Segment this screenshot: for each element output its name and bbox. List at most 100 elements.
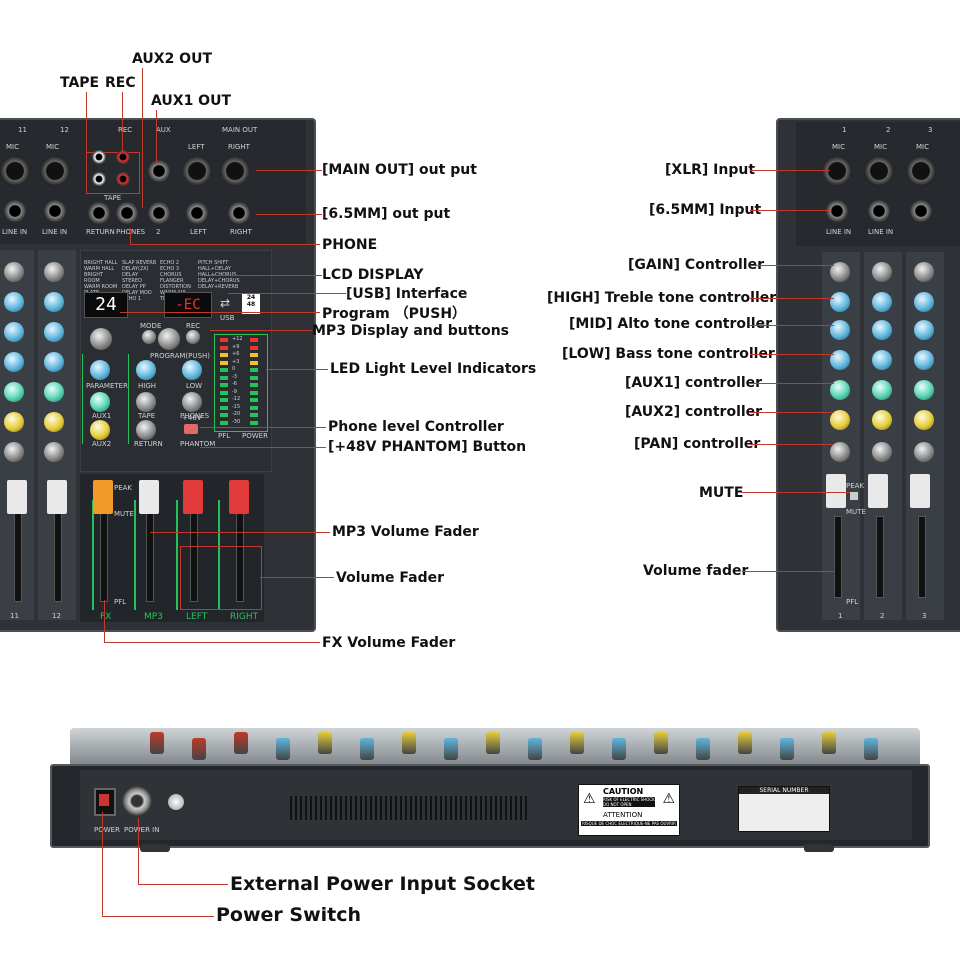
main-right-bottom: RIGHT bbox=[230, 228, 252, 236]
fx-aux1-knob[interactable] bbox=[90, 392, 110, 412]
r-xlr-1[interactable] bbox=[822, 156, 852, 186]
phones-jack[interactable] bbox=[116, 202, 138, 224]
led-meter bbox=[214, 334, 268, 432]
rca-tape-l2[interactable] bbox=[92, 172, 106, 186]
mid-knob-12[interactable] bbox=[44, 322, 64, 342]
rca-rec-r[interactable] bbox=[116, 150, 130, 164]
r-aux2-3[interactable] bbox=[914, 410, 934, 430]
aux2-fx-label: AUX2 bbox=[92, 440, 112, 448]
r-xlr-3[interactable] bbox=[906, 156, 936, 186]
r-pan-2[interactable] bbox=[872, 442, 892, 462]
r-low-1[interactable] bbox=[830, 350, 850, 370]
main-out-xlr-left[interactable] bbox=[182, 156, 212, 186]
r-high-3[interactable] bbox=[914, 292, 934, 312]
ch12-label: 12 bbox=[60, 126, 69, 134]
r-aux2-2[interactable] bbox=[872, 410, 892, 430]
return-knob[interactable] bbox=[136, 420, 156, 440]
power-switch[interactable] bbox=[94, 788, 116, 816]
mid-knob-11[interactable] bbox=[4, 322, 24, 342]
line-in-11[interactable] bbox=[4, 200, 26, 222]
r-xlr-2[interactable] bbox=[864, 156, 894, 186]
r-aux2-1[interactable] bbox=[830, 410, 850, 430]
r-pan-1[interactable] bbox=[830, 442, 850, 462]
mode-button[interactable] bbox=[142, 330, 156, 344]
rca-rec-r2[interactable] bbox=[116, 172, 130, 186]
left-fader[interactable] bbox=[183, 480, 203, 514]
mp3-low-knob[interactable] bbox=[182, 360, 202, 380]
pan-knob-11[interactable] bbox=[4, 442, 24, 462]
fader-cap-11[interactable] bbox=[7, 480, 27, 514]
fader-cap-12[interactable] bbox=[47, 480, 67, 514]
right-fader[interactable] bbox=[229, 480, 249, 514]
rca-tape-l[interactable] bbox=[92, 150, 106, 164]
tape-knob[interactable] bbox=[136, 392, 156, 412]
xlr-input-11[interactable] bbox=[0, 156, 30, 186]
r-mid-2[interactable] bbox=[872, 320, 892, 340]
r-low-3[interactable] bbox=[914, 350, 934, 370]
label-aux2-out: AUX2 OUT bbox=[132, 51, 213, 67]
r-jack-3[interactable] bbox=[910, 200, 932, 222]
high-knob-12[interactable] bbox=[44, 292, 64, 312]
main-65-left[interactable] bbox=[186, 202, 208, 224]
r-pan-3[interactable] bbox=[914, 442, 934, 462]
aux1-knob-12[interactable] bbox=[44, 382, 64, 402]
low-knob-11[interactable] bbox=[4, 352, 24, 372]
aux2-knob-11[interactable] bbox=[4, 412, 24, 432]
power-in-socket[interactable] bbox=[122, 786, 152, 816]
r-mic1: MIC bbox=[832, 143, 845, 151]
high-knob-11[interactable] bbox=[4, 292, 24, 312]
r-gain-1[interactable] bbox=[830, 262, 850, 282]
r-gain-3[interactable] bbox=[914, 262, 934, 282]
aux2-knob-12[interactable] bbox=[44, 412, 64, 432]
mp3-fader[interactable] bbox=[139, 480, 159, 514]
r-mid-3[interactable] bbox=[914, 320, 934, 340]
phantom-button[interactable] bbox=[184, 424, 198, 434]
return-label: RETURN bbox=[86, 228, 115, 236]
label-rec: REC bbox=[105, 75, 136, 91]
r-low-2[interactable] bbox=[872, 350, 892, 370]
fx-fader[interactable] bbox=[93, 480, 113, 514]
aux2-out-jack[interactable] bbox=[148, 202, 170, 224]
r-jack-2[interactable] bbox=[868, 200, 890, 222]
ground-screw bbox=[168, 794, 184, 810]
pfl-fx: PFL bbox=[114, 598, 127, 606]
program-knob[interactable] bbox=[90, 328, 112, 350]
r-high-2[interactable] bbox=[872, 292, 892, 312]
r-high-1[interactable] bbox=[830, 292, 850, 312]
main-out-xlr-right[interactable] bbox=[220, 156, 250, 186]
rear-knob bbox=[318, 732, 332, 754]
r-jack-1[interactable] bbox=[826, 200, 848, 222]
mp3-high-knob[interactable] bbox=[136, 360, 156, 380]
phones-knob-label: PHONES bbox=[180, 412, 210, 420]
r-aux1-1[interactable] bbox=[830, 380, 850, 400]
mp3-program-knob[interactable] bbox=[158, 328, 180, 350]
aux1-knob-11[interactable] bbox=[4, 382, 24, 402]
phones-knob[interactable] bbox=[182, 392, 202, 412]
rec-button[interactable] bbox=[186, 330, 200, 344]
r-gain-2[interactable] bbox=[872, 262, 892, 282]
r-aux1-2[interactable] bbox=[872, 380, 892, 400]
r-fader-2[interactable] bbox=[868, 474, 888, 508]
pan-knob-12[interactable] bbox=[44, 442, 64, 462]
r-fader-1[interactable] bbox=[826, 474, 846, 508]
gain-knob-12[interactable] bbox=[44, 262, 64, 282]
aux1-out-jack[interactable] bbox=[148, 160, 170, 182]
xlr-input-12[interactable] bbox=[40, 156, 70, 186]
line-in-12[interactable] bbox=[44, 200, 66, 222]
r-aux1-3[interactable] bbox=[914, 380, 934, 400]
main-65-right[interactable] bbox=[228, 202, 250, 224]
r-fader-3[interactable] bbox=[910, 474, 930, 508]
gain-knob-11[interactable] bbox=[4, 262, 24, 282]
aux1-fx-label: AUX1 bbox=[92, 412, 112, 420]
low-knob-12[interactable] bbox=[44, 352, 64, 372]
fx-aux2-knob[interactable] bbox=[90, 420, 110, 440]
mic-label-11: MIC bbox=[6, 143, 19, 151]
mute-fx: MUTE bbox=[114, 510, 134, 518]
return-jack[interactable] bbox=[88, 202, 110, 224]
r-mute-btn-1[interactable] bbox=[850, 492, 858, 500]
serial-text: SERIAL NUMBER bbox=[739, 787, 829, 794]
fader-slot-11 bbox=[14, 510, 22, 602]
parameter-knob[interactable] bbox=[90, 360, 110, 380]
label-xlr-input: [XLR] Input bbox=[665, 162, 756, 178]
r-mid-1[interactable] bbox=[830, 320, 850, 340]
